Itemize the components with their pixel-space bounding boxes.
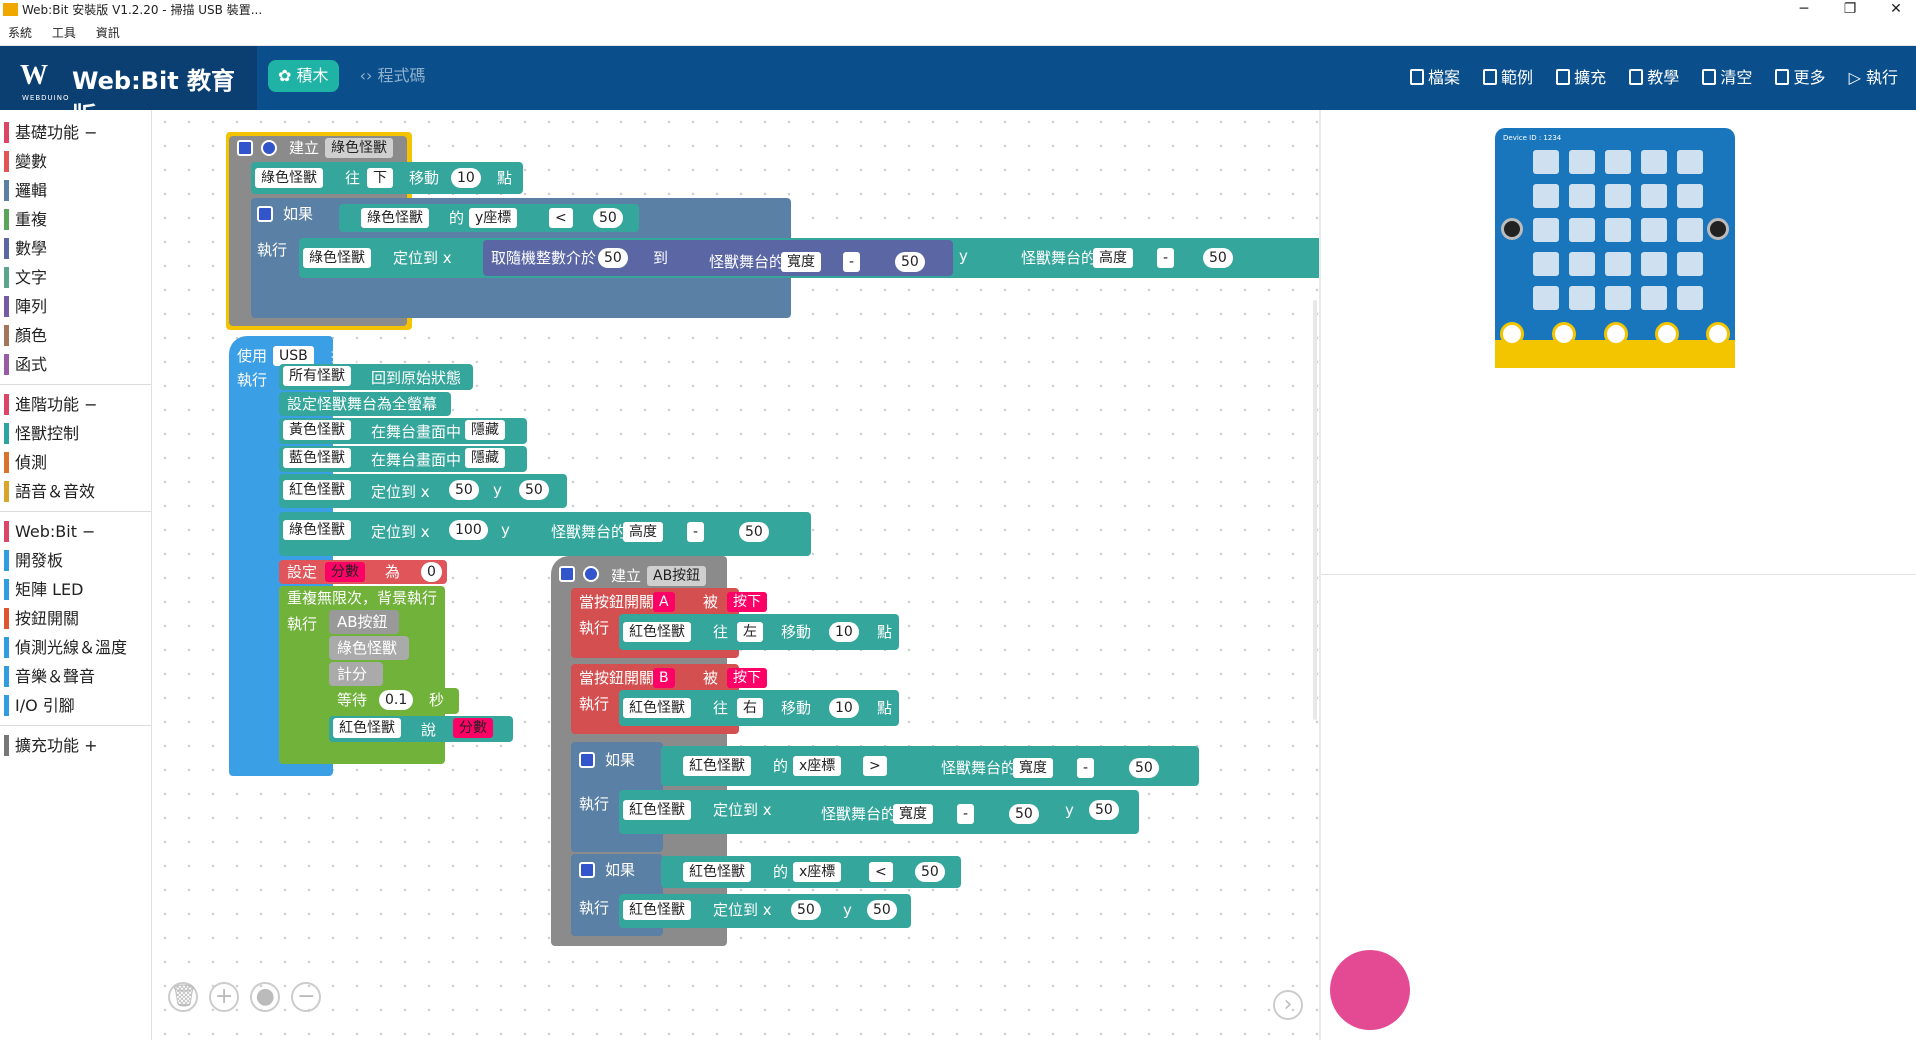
clear-button[interactable]: 清空 <box>1702 46 1752 110</box>
preview-divider <box>1321 574 1916 575</box>
cat-lists[interactable]: 陣列 <box>0 292 151 321</box>
cat-music[interactable]: 音樂＆聲音 <box>0 662 151 691</box>
cat-webbit[interactable]: Web:Bit − <box>0 517 151 546</box>
monster-mascot-icon <box>1330 950 1410 1030</box>
usb-select[interactable]: USB <box>273 346 314 366</box>
menu-info[interactable]: 資訊 <box>95 26 120 40</box>
category-toolbox: 基礎功能 − 變數 邏輯 重複 數學 文字 陣列 顏色 函式 進階功能 − 怪獸… <box>0 110 152 1040</box>
menu-system[interactable]: 系統 <box>8 26 33 40</box>
collapse-arrow-icon[interactable]: › <box>1273 990 1303 1020</box>
pin-3v[interactable] <box>1655 322 1679 346</box>
direction-select[interactable]: 下 <box>367 168 393 188</box>
tutorial-button[interactable]: 教學 <box>1629 46 1679 110</box>
gear-icon[interactable] <box>579 862 595 878</box>
cat-text[interactable]: 文字 <box>0 263 151 292</box>
panel-divider[interactable] <box>1319 110 1321 1040</box>
minimize-button[interactable]: ─ <box>1799 1 1809 17</box>
toolbar: 檔案 範例 擴充 教學 清空 更多 ▷ 執行 <box>1392 46 1898 110</box>
file-button[interactable]: 檔案 <box>1409 46 1460 110</box>
folder-icon <box>1409 69 1424 85</box>
button-b[interactable] <box>1707 218 1729 240</box>
puzzle-icon <box>1556 69 1571 85</box>
cat-math[interactable]: 數學 <box>0 234 151 263</box>
help-icon[interactable] <box>261 140 277 156</box>
cat-basic[interactable]: 基礎功能 − <box>0 118 151 147</box>
tab-code[interactable]: ‹› 程式碼 <box>359 66 426 85</box>
trash-icon[interactable]: 🗑 <box>168 982 198 1012</box>
fn-green[interactable] <box>329 636 409 660</box>
device-id: Device ID : 1234 <box>1503 134 1562 142</box>
workspace-scrollbar[interactable] <box>1313 300 1317 720</box>
cat-light-temp[interactable]: 偵測光線＆溫度 <box>0 633 151 662</box>
run-button[interactable]: ▷ 執行 <box>1848 68 1898 87</box>
close-button[interactable]: ✕ <box>1890 1 1902 17</box>
app-icon <box>3 3 18 16</box>
gear-icon[interactable] <box>237 140 253 156</box>
cat-variables[interactable]: 變數 <box>0 147 151 176</box>
block-workspace[interactable]: 建立 綠色怪獸 綠色怪獸 往 下 移動 10 點 如果 綠色怪獸 的 y座標 <… <box>153 110 1319 1040</box>
cat-matrix[interactable]: 矩陣 LED <box>0 575 151 604</box>
cat-loops[interactable]: 重複 <box>0 205 151 234</box>
green-setpos-block[interactable] <box>279 512 811 556</box>
more-button[interactable]: 更多 <box>1775 46 1826 110</box>
app-header: W WEBDUINO Web:Bit 教育版 ✿ 積木 ‹› 程式碼 檔案 範例… <box>0 46 1916 130</box>
zoom-controls: 🗑 + ● − <box>168 982 327 1012</box>
zoom-in-button[interactable]: + <box>209 982 240 1012</box>
gear-icon[interactable] <box>559 566 575 582</box>
pin-1[interactable] <box>1552 322 1576 346</box>
cat-monster[interactable]: 怪獸控制 <box>0 419 151 448</box>
fullscreen-block[interactable] <box>279 392 451 416</box>
cat-button[interactable]: 按鈕開關 <box>0 604 151 633</box>
cat-colour[interactable]: 顏色 <box>0 321 151 350</box>
list-icon <box>1483 69 1498 85</box>
book-icon <box>1629 69 1644 85</box>
logo-sub: WEBDUINO <box>22 94 70 102</box>
cat-functions[interactable]: 函式 <box>0 350 151 379</box>
cat-advanced[interactable]: 進階功能 − <box>0 390 151 419</box>
zoom-reset-button[interactable]: ● <box>250 982 281 1012</box>
cat-logic[interactable]: 邏輯 <box>0 176 151 205</box>
cat-speech[interactable]: 語音＆音效 <box>0 477 151 506</box>
random-block <box>483 240 953 276</box>
extension-button[interactable]: 擴充 <box>1556 46 1606 110</box>
play-icon: ▷ <box>1848 68 1866 87</box>
fn-score[interactable] <box>329 662 383 686</box>
cat-extensions[interactable]: 擴充功能 + <box>0 731 151 760</box>
gear-icon[interactable] <box>579 752 595 768</box>
window-title: Web:Bit 安裝版 V1.2.20 - 掃描 USB 裝置... <box>22 3 263 17</box>
pin-0[interactable] <box>1500 322 1524 346</box>
examples-button[interactable]: 範例 <box>1483 46 1533 110</box>
more-icon <box>1775 69 1790 85</box>
gear-icon[interactable] <box>257 206 273 222</box>
trash-icon <box>1702 69 1717 85</box>
logo-mark: W <box>20 60 48 91</box>
logo: W WEBDUINO Web:Bit 教育版 <box>0 46 257 130</box>
create-label: 建立 <box>289 139 320 157</box>
pin-2[interactable] <box>1604 322 1628 346</box>
editor-tabs: ✿ 積木 ‹› 程式碼 <box>268 60 442 92</box>
cat-board[interactable]: 開發板 <box>0 546 151 575</box>
monster-select[interactable]: 綠色怪獸 <box>255 168 323 188</box>
puzzle-icon: ✿ <box>278 66 297 85</box>
move-amount[interactable]: 10 <box>451 168 481 188</box>
zoom-out-button[interactable]: − <box>291 982 322 1012</box>
monster-name-field[interactable]: 綠色怪獸 <box>325 138 393 158</box>
tab-blocks[interactable]: ✿ 積木 <box>268 60 339 92</box>
menu-tools[interactable]: 工具 <box>51 26 76 40</box>
code-icon: ‹› <box>359 66 378 85</box>
cat-detect[interactable]: 偵測 <box>0 448 151 477</box>
menu-bar: 系統 工具 資訊 <box>0 20 1916 46</box>
pin-gnd[interactable] <box>1706 322 1730 346</box>
fn-ab[interactable] <box>329 610 399 634</box>
help-icon[interactable] <box>583 566 599 582</box>
cat-io[interactable]: I/O 引腳 <box>0 691 151 720</box>
button-a[interactable] <box>1501 218 1523 240</box>
red-setpos-right[interactable] <box>619 790 1139 834</box>
maximize-button[interactable]: ❐ <box>1843 1 1857 17</box>
title-bar: Web:Bit 安裝版 V1.2.20 - 掃描 USB 裝置... ─ ❐ ✕ <box>0 0 1916 20</box>
